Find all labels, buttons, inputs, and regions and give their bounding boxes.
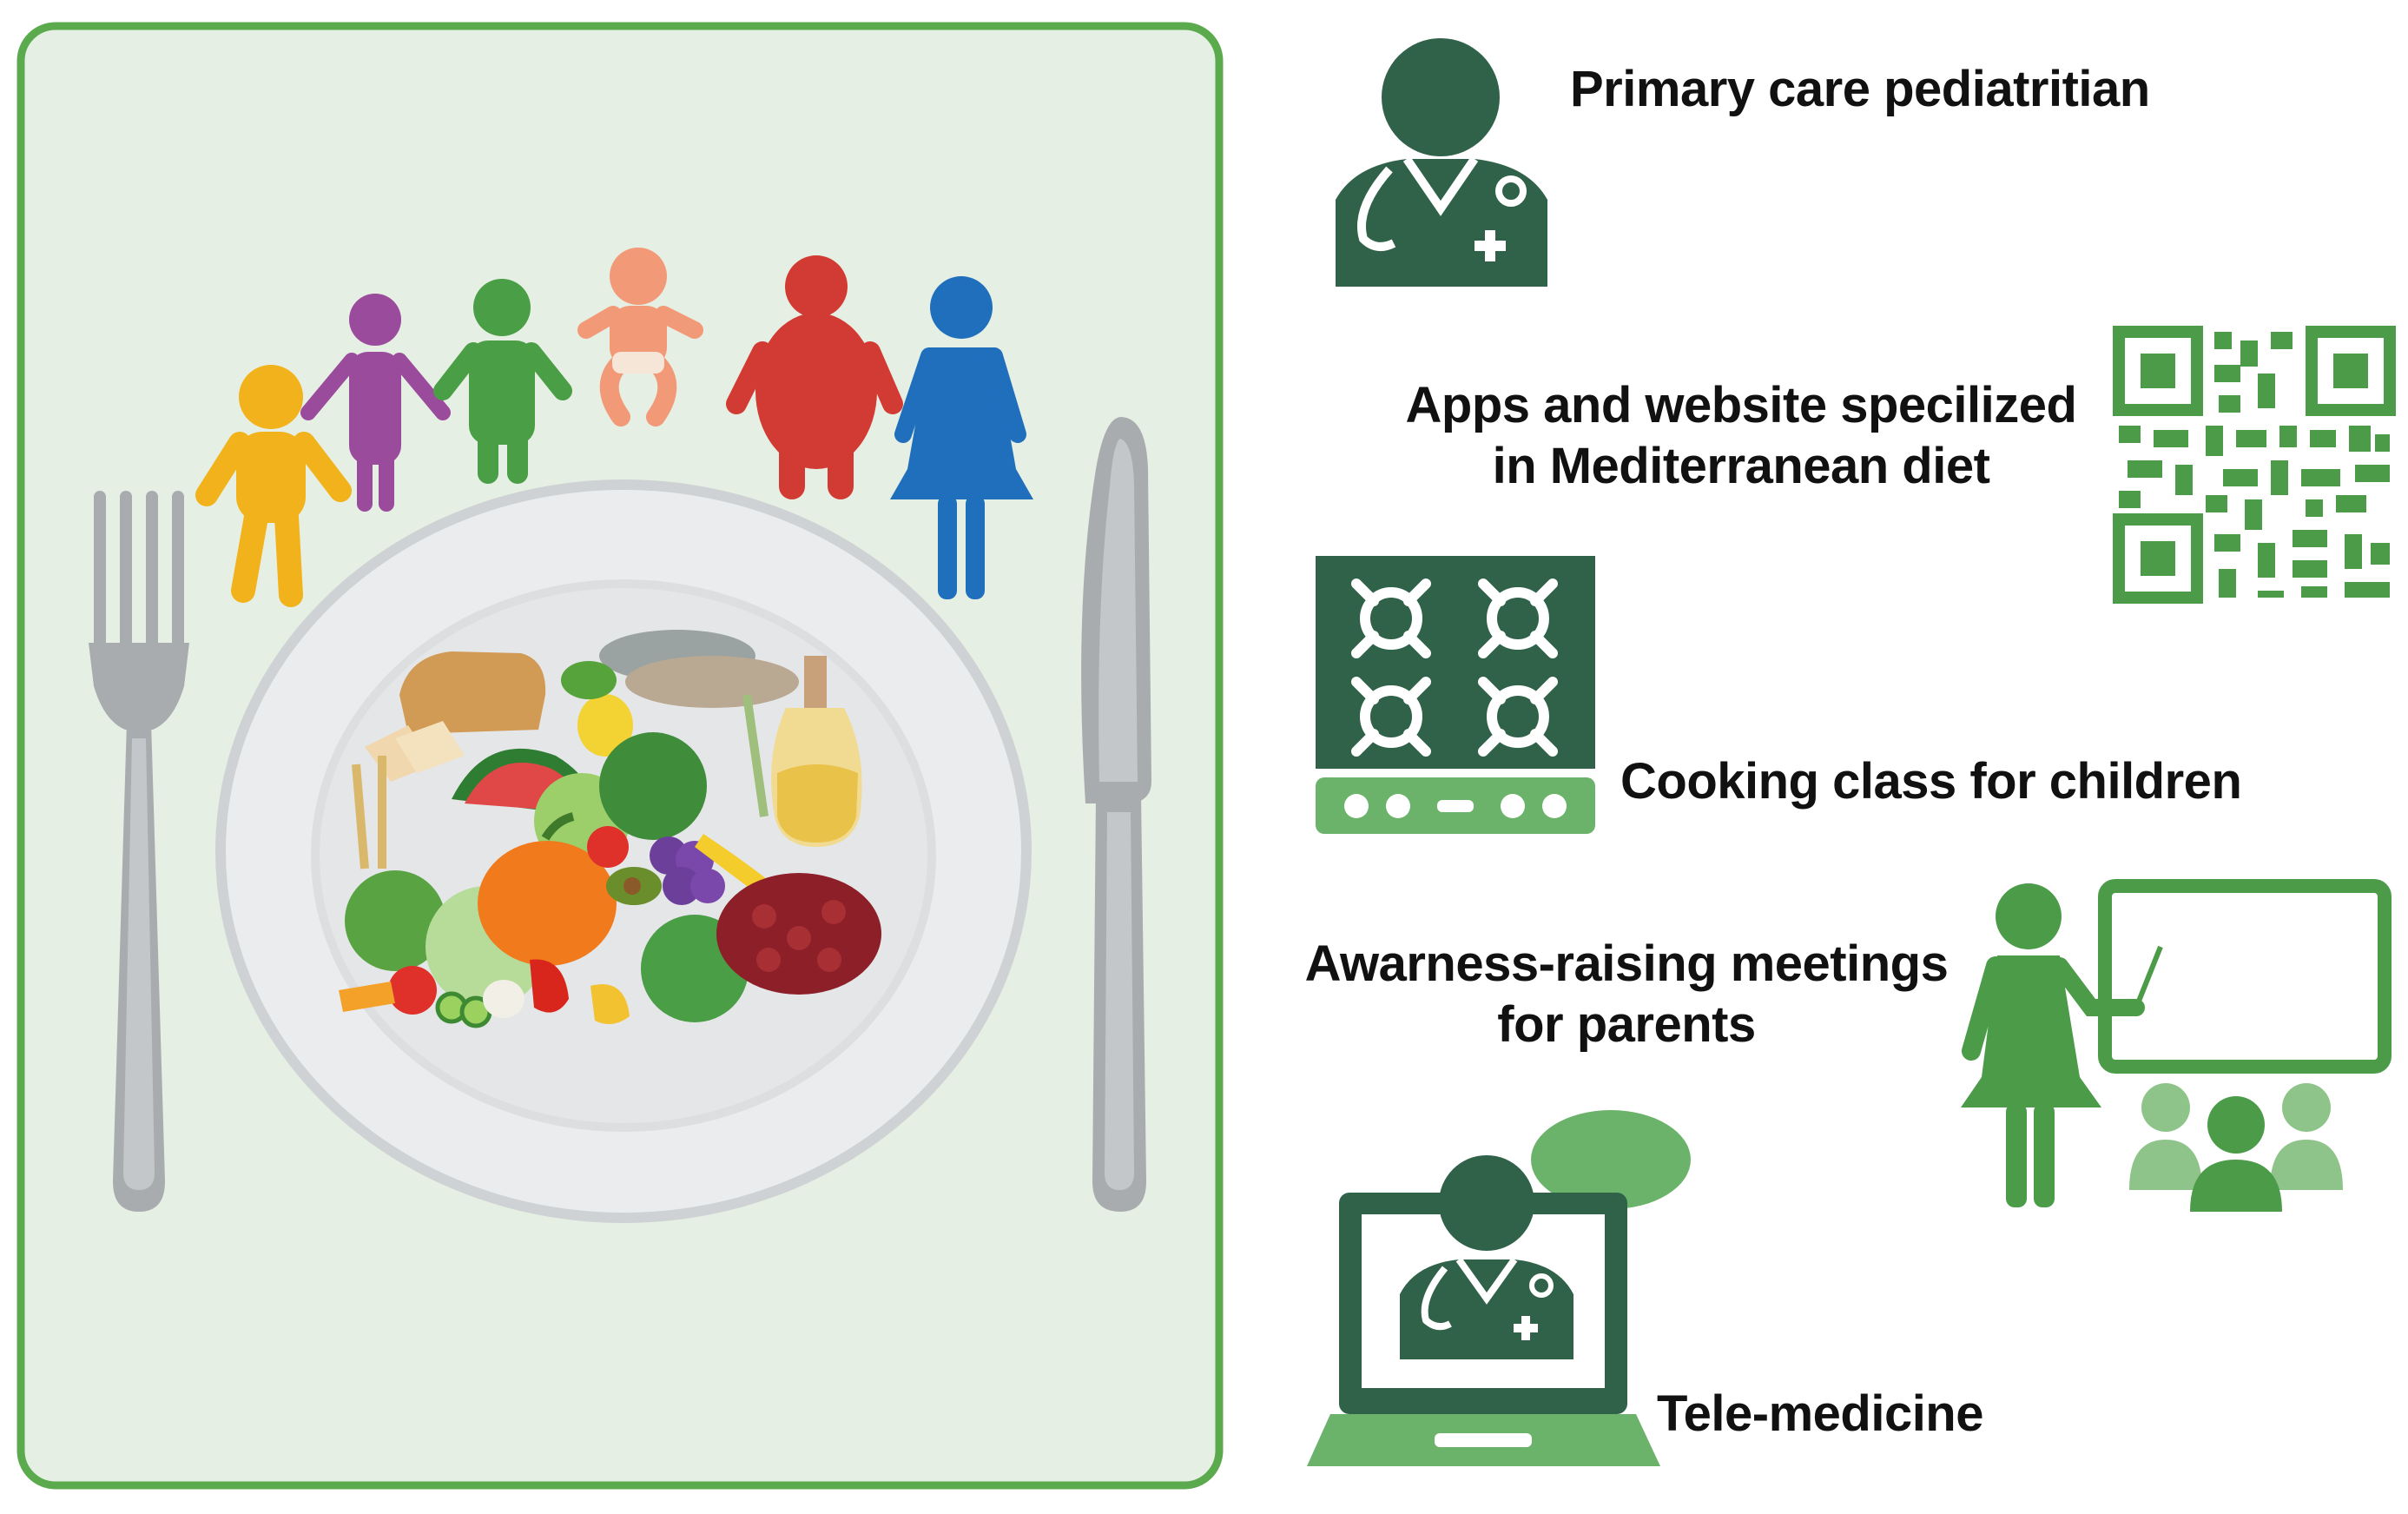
teacher-board-icon [1961, 879, 2392, 1212]
stove-icon [1316, 556, 1595, 834]
woman-blue [890, 276, 1033, 599]
apps-label-line1: Apps and website specilized [1405, 377, 2077, 433]
fork-icon [89, 491, 189, 1212]
laptop-doctor-icon [1307, 1110, 1691, 1466]
cooking-label: Cooking class for children [1620, 753, 2242, 810]
family-icon [195, 248, 1033, 607]
awareness-label: Awarness-raising meetings for parents [1283, 934, 1969, 1055]
child-yellow [195, 365, 352, 607]
child-green [433, 279, 572, 484]
doctor-icon [1336, 38, 1547, 287]
adult-red [726, 255, 903, 499]
apps-label-line2: in Mediterranean diet [1492, 438, 1990, 494]
awareness-label-line1: Awarness-raising meetings [1304, 936, 1949, 992]
knife-icon [1081, 417, 1151, 1212]
baby-salmon [577, 248, 703, 426]
qr-code-icon [2113, 326, 2396, 604]
awareness-label-line2: for parents [1497, 996, 1756, 1053]
pediatrician-label: Primary care pediatritian [1570, 61, 2150, 117]
teen-purple [300, 294, 451, 512]
telemedicine-label: Tele-medicine [1657, 1385, 1984, 1442]
apps-label: Apps and website specilized in Mediterra… [1381, 375, 2101, 497]
mediterranean-food-icon [339, 630, 881, 1028]
